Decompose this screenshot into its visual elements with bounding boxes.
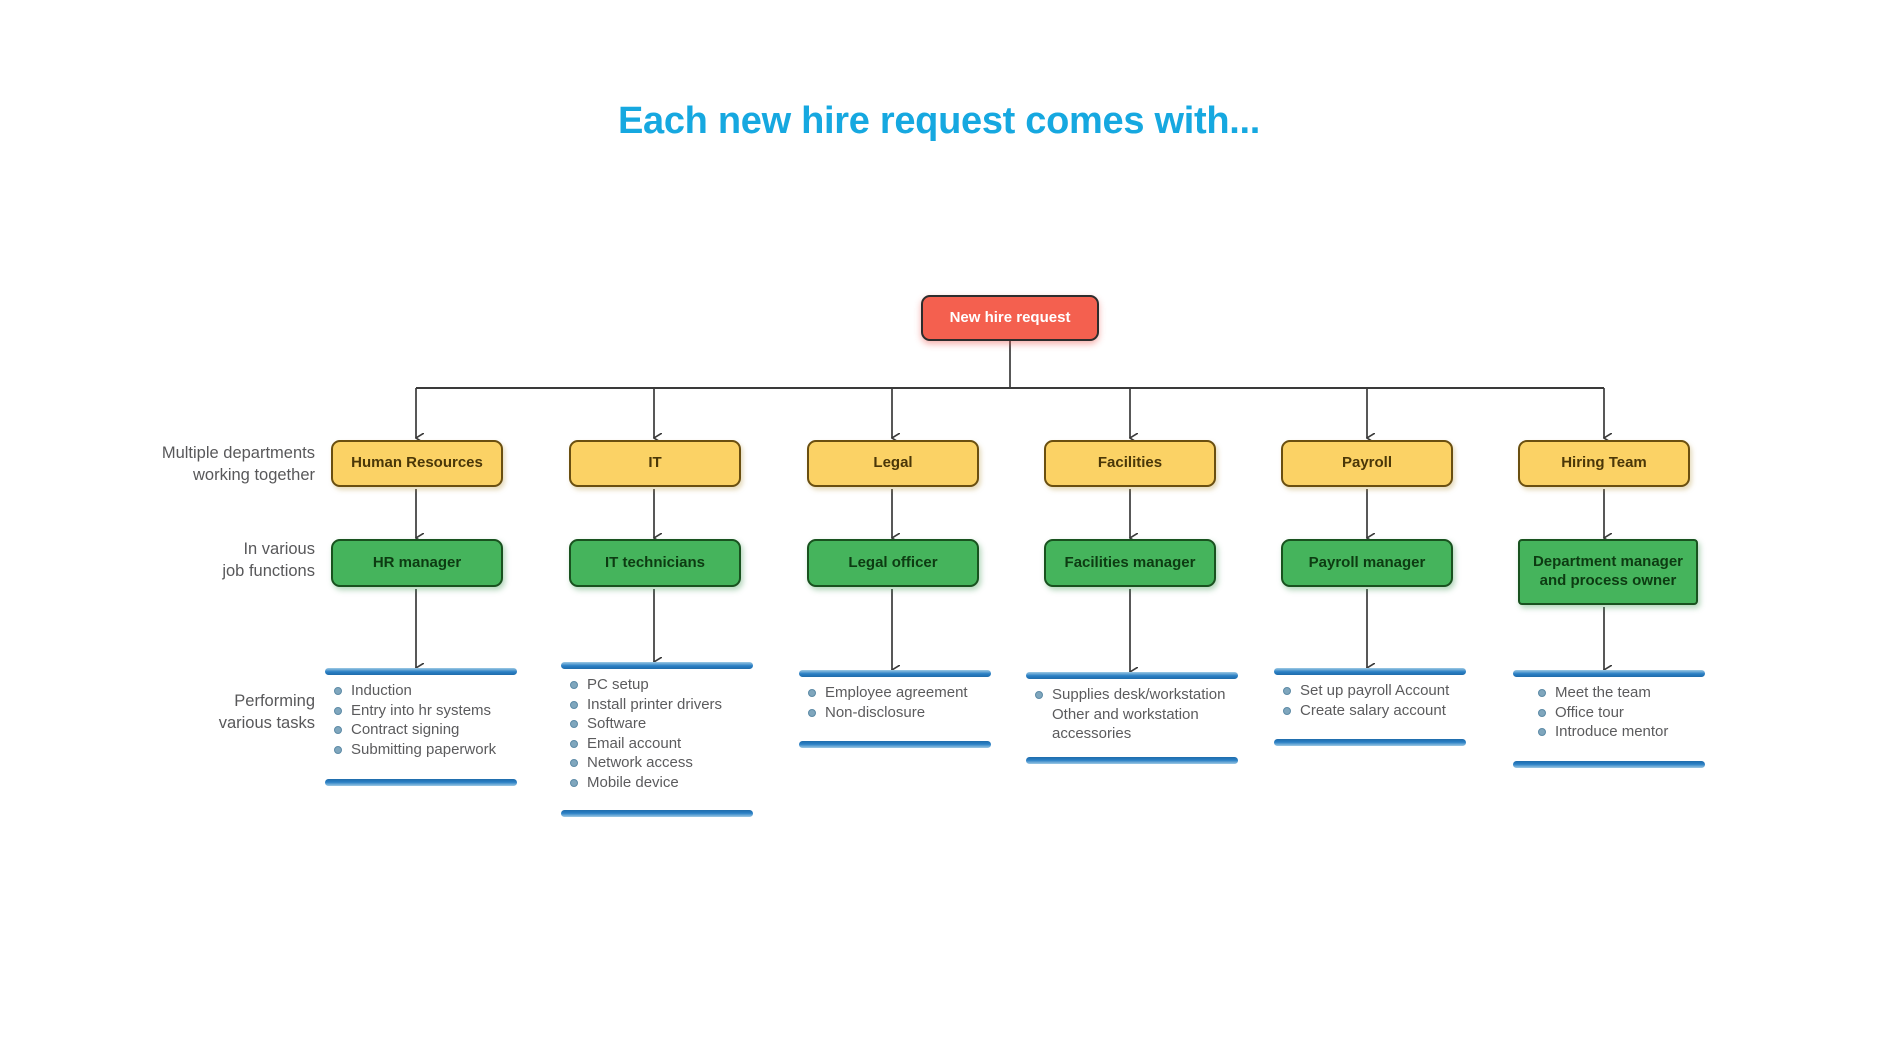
task-item: Email account bbox=[569, 734, 749, 754]
task-item: PC setup bbox=[569, 675, 749, 695]
task-item: Supplies desk/workstation Other and work… bbox=[1034, 685, 1234, 744]
brace-bottom bbox=[1513, 761, 1705, 768]
bullet-icon bbox=[1283, 687, 1291, 695]
node-department-it[interactable]: IT bbox=[569, 440, 741, 487]
node-role-payroll-manager[interactable]: Payroll manager bbox=[1281, 539, 1453, 587]
task-item: Induction bbox=[333, 681, 513, 701]
brace-bottom bbox=[325, 779, 517, 786]
brace-top bbox=[1513, 670, 1705, 677]
task-item: Network access bbox=[569, 753, 749, 773]
bullet-icon bbox=[334, 745, 342, 754]
node-department-hiring-team[interactable]: Hiring Team bbox=[1518, 440, 1690, 487]
brace-bottom bbox=[1274, 739, 1466, 746]
task-item: Set up payroll Account bbox=[1282, 681, 1462, 701]
task-item: Submitting paperwork bbox=[333, 740, 513, 760]
brace-top bbox=[561, 662, 753, 669]
node-role-facilities-manager[interactable]: Facilities manager bbox=[1044, 539, 1216, 587]
tasklist-facilities: Supplies desk/workstation Other and work… bbox=[1026, 672, 1238, 764]
node-label: Human Resources bbox=[351, 454, 483, 472]
node-label: HR manager bbox=[372, 553, 462, 571]
bullet-icon bbox=[1538, 689, 1546, 697]
bullet-icon bbox=[570, 739, 578, 748]
node-department-facilities[interactable]: Facilities bbox=[1044, 440, 1216, 487]
task-item: Introduce mentor bbox=[1537, 722, 1701, 742]
node-new-hire-request[interactable]: New hire request bbox=[921, 295, 1099, 341]
bullet-icon bbox=[570, 778, 578, 787]
node-label: Legal bbox=[873, 454, 913, 472]
node-label: IT technicians bbox=[604, 553, 706, 571]
node-label: New hire request bbox=[949, 308, 1071, 326]
bullet-icon bbox=[570, 720, 578, 728]
row-label-job-functions: In various job functions bbox=[222, 540, 315, 581]
task-items: Supplies desk/workstation Other and work… bbox=[1034, 685, 1234, 744]
node-label: IT bbox=[648, 454, 662, 472]
brace-bottom bbox=[1026, 757, 1238, 764]
node-label: Legal officer bbox=[848, 553, 938, 571]
node-role-legal-officer[interactable]: Legal officer bbox=[807, 539, 979, 587]
row-label-tasks: Performing various tasks bbox=[218, 692, 315, 733]
brace-top bbox=[799, 670, 991, 677]
bullet-icon bbox=[570, 759, 578, 767]
bullet-icon bbox=[570, 681, 578, 689]
node-label: Department manager and process owner bbox=[1532, 553, 1684, 589]
brace-bottom bbox=[561, 810, 753, 817]
bullet-icon bbox=[334, 687, 342, 695]
node-role-department-manager[interactable]: Department manager and process owner bbox=[1518, 539, 1698, 605]
bullet-icon bbox=[1538, 728, 1546, 736]
bullet-icon bbox=[570, 700, 578, 709]
task-item: Non-disclosure bbox=[807, 703, 987, 723]
node-label: Facilities bbox=[1097, 454, 1163, 472]
brace-top bbox=[1274, 668, 1466, 675]
node-label: Payroll bbox=[1341, 454, 1393, 472]
bullet-icon bbox=[808, 708, 816, 717]
node-label: Hiring Team bbox=[1561, 454, 1647, 472]
task-item: Mobile device bbox=[569, 773, 749, 793]
brace-top bbox=[325, 668, 517, 675]
page-title: Each new hire request comes with... bbox=[617, 100, 1261, 142]
bullet-icon bbox=[334, 706, 342, 715]
node-department-payroll[interactable]: Payroll bbox=[1281, 440, 1453, 487]
bullet-icon bbox=[1035, 691, 1043, 699]
bullet-icon bbox=[1538, 708, 1546, 717]
task-item: Software bbox=[569, 714, 749, 734]
bullet-icon bbox=[334, 726, 342, 734]
task-item: Contract signing bbox=[333, 720, 513, 740]
task-item: Meet the team bbox=[1537, 683, 1701, 703]
node-role-hr-manager[interactable]: HR manager bbox=[331, 539, 503, 587]
task-item: Create salary account bbox=[1282, 701, 1462, 721]
task-item: Install printer drivers bbox=[569, 695, 749, 715]
node-department-legal[interactable]: Legal bbox=[807, 440, 979, 487]
node-department-human-resources[interactable]: Human Resources bbox=[331, 440, 503, 487]
brace-top bbox=[1026, 672, 1238, 679]
bullet-icon bbox=[808, 689, 816, 697]
node-label: Facilities manager bbox=[1064, 553, 1196, 571]
task-item: Entry into hr systems bbox=[333, 701, 513, 721]
node-label: Payroll manager bbox=[1308, 553, 1426, 571]
node-role-it-technicians[interactable]: IT technicians bbox=[569, 539, 741, 587]
task-item: Office tour bbox=[1537, 703, 1701, 723]
task-item: Employee agreement bbox=[807, 683, 987, 703]
brace-bottom bbox=[799, 741, 991, 748]
bullet-icon bbox=[1283, 706, 1291, 715]
row-label-departments: Multiple departments working together bbox=[161, 444, 315, 485]
